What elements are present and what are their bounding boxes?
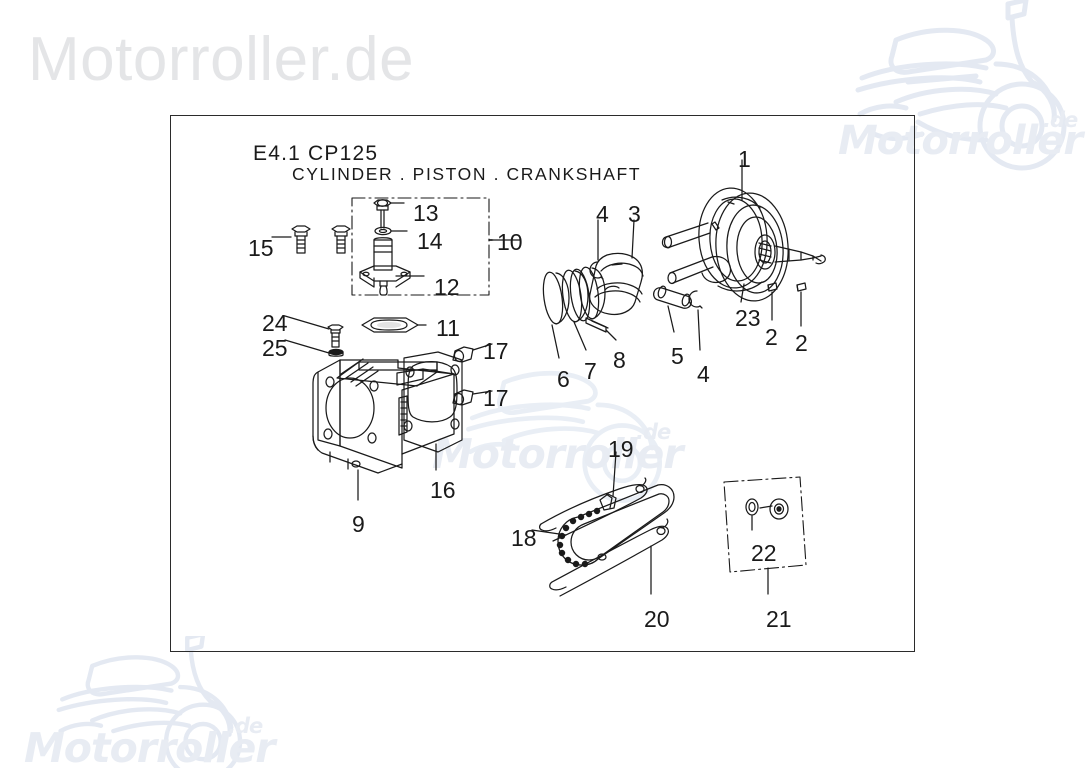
callout-stud-bolt: 24 (262, 310, 288, 336)
callout-washer: 25 (262, 335, 288, 361)
callout-piston: 3 (628, 201, 641, 227)
callout-second-ring: 7 (584, 358, 597, 384)
diagram-title-line2: CYLINDER . PISTON . CRANKSHAFT (292, 164, 642, 184)
diagram-title-line1: E4.1 CP125 (253, 142, 379, 165)
callout-piston-pin: 5 (671, 343, 684, 369)
callout-oil-ring: 6 (557, 366, 570, 392)
callout-piston-pin-clip: 4 (697, 361, 710, 387)
diagram-frame (170, 115, 915, 652)
callout-cam-chain: 18 (511, 525, 537, 551)
callout-sealing-kit: 21 (766, 606, 792, 632)
callout-dowel-pin: 17 (483, 338, 509, 364)
callout-piston-pin-clip: 4 (596, 201, 609, 227)
callout-tensioner-gasket: 11 (436, 315, 460, 341)
callout-woodruff-key: 2 (795, 330, 808, 356)
callout-crank-bearing: 23 (735, 305, 761, 331)
callout-tensioner-bolt: 13 (413, 200, 439, 226)
callout-cylinder: 9 (352, 511, 365, 537)
callout-tensioner-body: 12 (434, 274, 460, 300)
callout-woodruff-key: 2 (765, 324, 778, 350)
callout-dowel-pin: 17 (483, 385, 509, 411)
callout-chain-tensioner-blade: 20 (644, 606, 670, 632)
callout-o-ring-and-bolt: 22 (751, 540, 777, 566)
callout-top-ring: 8 (613, 347, 626, 373)
callout-bolt: 15 (248, 235, 274, 261)
callout-tensioner-assembly: 10 (497, 229, 523, 255)
callout-cylinder-gasket: 16 (430, 477, 456, 503)
callout-tensioner-washer: 14 (417, 228, 443, 254)
callout-crankshaft-assembly: 1 (738, 146, 751, 172)
callout-chain-guide-upper: 19 (608, 436, 634, 462)
